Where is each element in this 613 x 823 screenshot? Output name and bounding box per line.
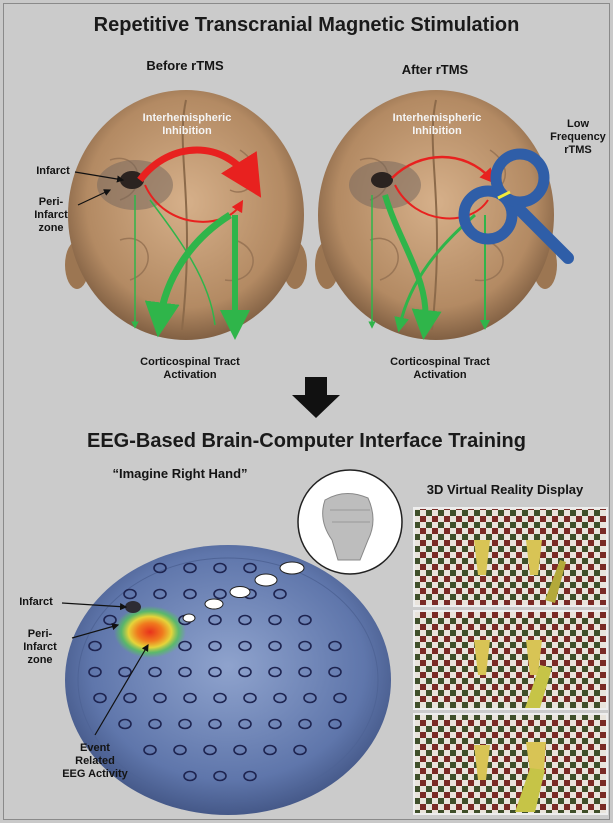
vr-panel-2 <box>414 611 607 709</box>
inhibition-label-before: Interhemispheric Inhibition <box>122 112 252 138</box>
inhibition-label-after: Interhemispheric Inhibition <box>372 112 502 138</box>
vr-display <box>414 508 607 814</box>
peri-line2: Infarct <box>14 641 66 654</box>
peri-line1: Peri- <box>26 196 76 209</box>
eeg-infarct <box>125 601 141 613</box>
top-title: Repetitive Transcranial Magnetic Stimula… <box>0 14 613 37</box>
bottom-title: EEG-Based Brain-Computer Interface Train… <box>0 430 613 453</box>
peri-line3: zone <box>26 222 76 235</box>
event-line1: Event <box>50 742 140 755</box>
cst-label-before: Corticospinal Tract Activation <box>110 356 270 382</box>
low-line2: Frequency <box>545 131 611 144</box>
cst-line1: Corticospinal Tract <box>110 356 270 369</box>
low-line1: Low <box>545 118 611 131</box>
inhibition-line2: Inhibition <box>122 125 252 138</box>
vr-display-title: 3D Virtual Reality Display <box>400 482 610 497</box>
peri-line3: zone <box>14 654 66 667</box>
cst-line2: Activation <box>360 369 520 382</box>
infarct-label-bottom: Infarct <box>10 596 62 609</box>
cst-label-after: Corticospinal Tract Activation <box>360 356 520 382</box>
vr-panel-1 <box>414 508 607 606</box>
cst-line1: Corticospinal Tract <box>360 356 520 369</box>
event-related-eeg-label: Event Related EEG Activity <box>50 742 140 781</box>
event-line3: EEG Activity <box>50 768 140 781</box>
event-line2: Related <box>50 755 140 768</box>
inhibition-line1: Interhemispheric <box>372 112 502 125</box>
low-frequency-rtms-label: Low Frequency rTMS <box>545 118 611 157</box>
inhibition-line2: Inhibition <box>372 125 502 138</box>
eeg-activity-hotspot <box>114 606 186 658</box>
low-line3: rTMS <box>545 144 611 157</box>
peri-line1: Peri- <box>14 628 66 641</box>
before-label: Before rTMS <box>120 58 250 73</box>
inhibition-line1: Interhemispheric <box>122 112 252 125</box>
peri-infarct-label-bottom: Peri- Infarct zone <box>14 628 66 667</box>
cst-line2: Activation <box>110 369 270 382</box>
transition-arrow <box>292 377 340 418</box>
after-label: After rTMS <box>370 62 500 77</box>
imagine-right-hand-label: “Imagine Right Hand” <box>80 466 280 481</box>
infarct-label-top: Infarct <box>28 165 78 178</box>
peri-line2: Infarct <box>26 209 76 222</box>
vr-panel-3 <box>414 714 607 814</box>
peri-infarct-label-top: Peri- Infarct zone <box>26 196 76 235</box>
